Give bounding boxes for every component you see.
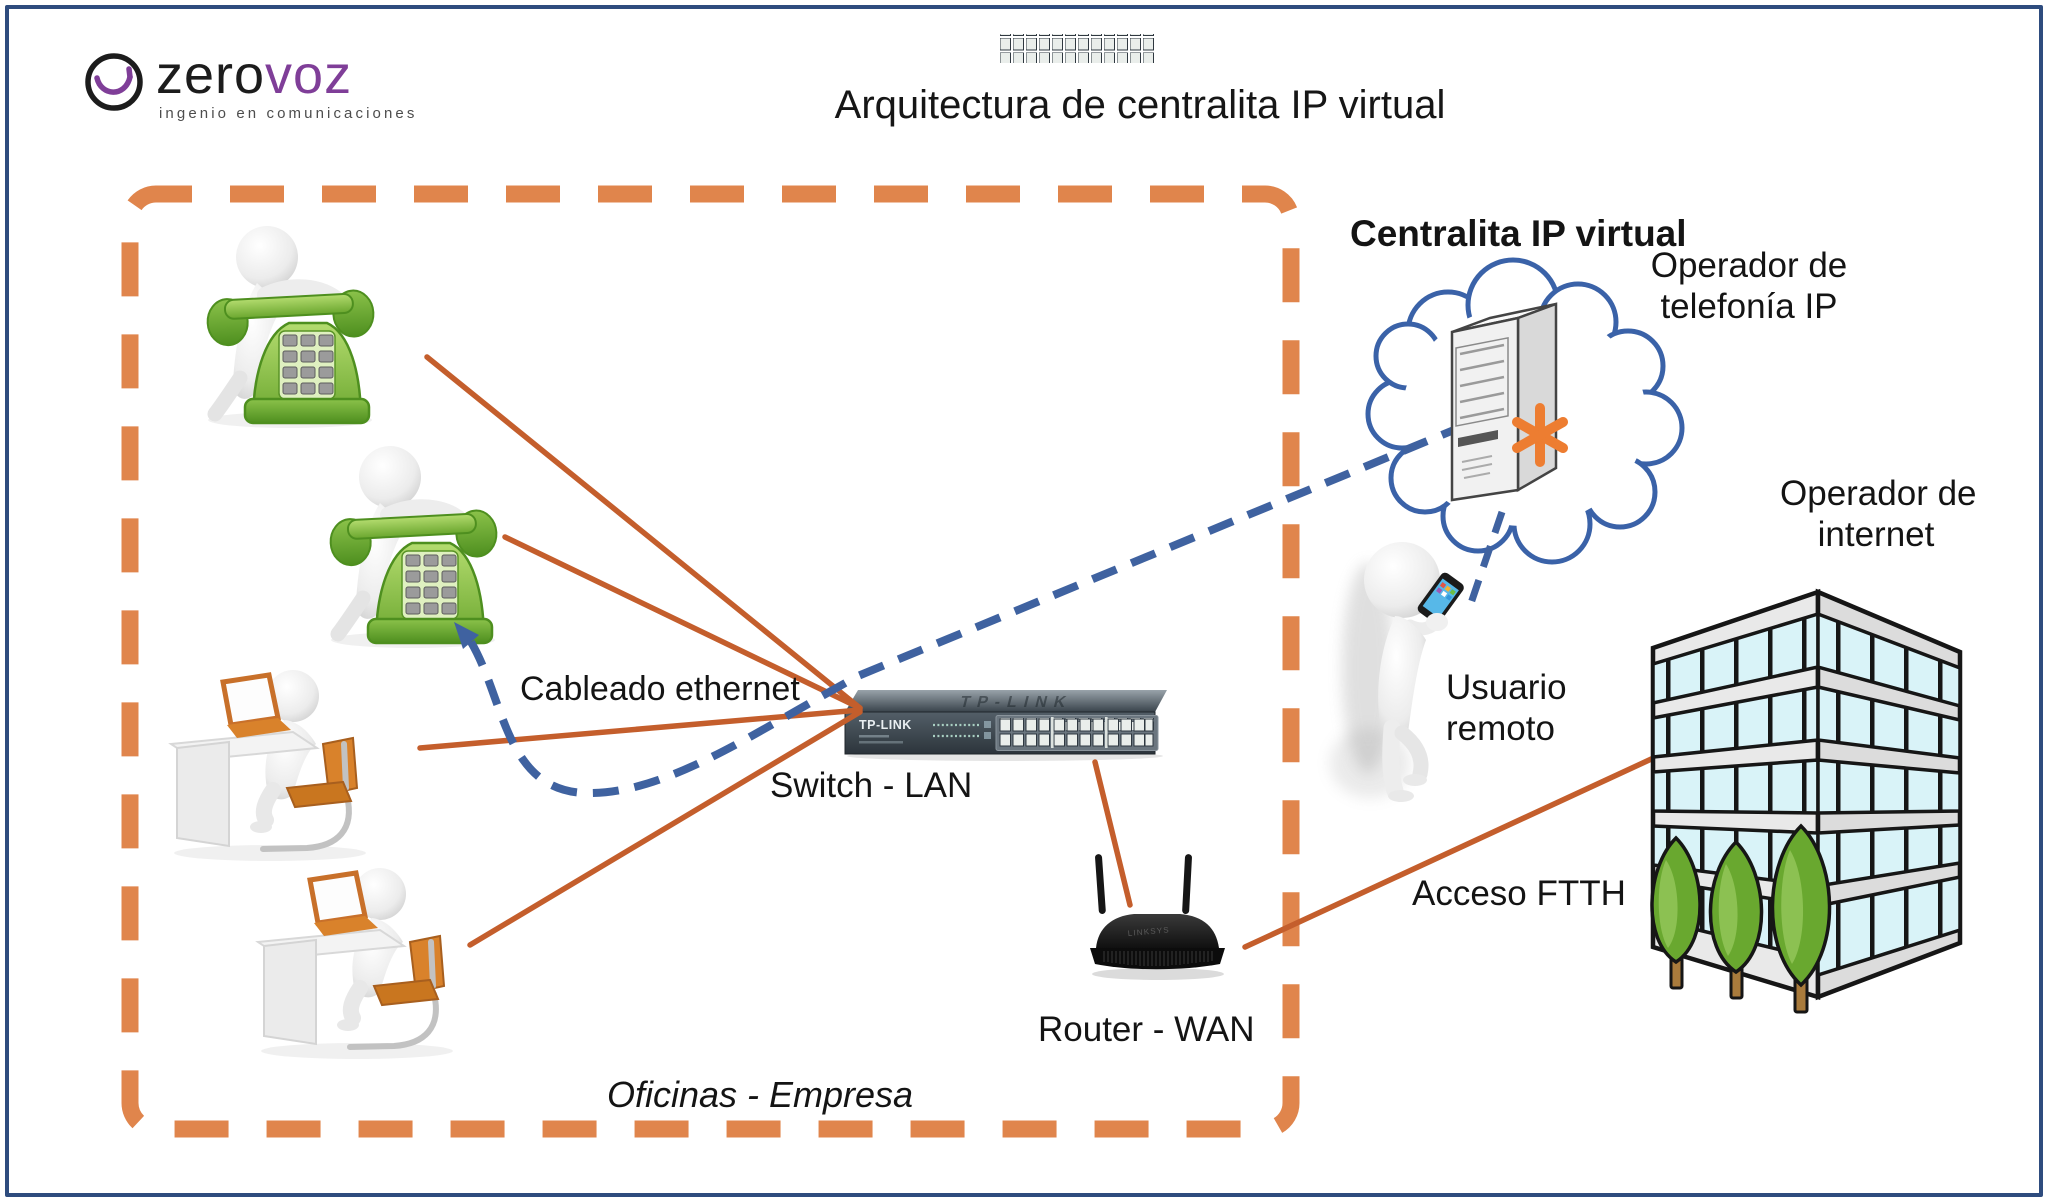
internet-operator-line1: Operador de (1780, 474, 1977, 513)
switch-brand-label: TP-LINK (859, 718, 912, 732)
internet-operator-line2: internet (1817, 514, 1935, 554)
switch-top-embossed-brand: TP-LINK (958, 693, 1074, 711)
router-label: Router - WAN (1038, 1010, 1255, 1049)
logo-word-zero: zero (156, 45, 266, 105)
diagram-title: Arquitectura de centralita IP virtual (834, 83, 1446, 127)
office-zone-label: Oficinas - Empresa (606, 1074, 914, 1115)
ethernet-line-phone2 (502, 534, 863, 711)
desk-user-1-illustration (171, 670, 366, 861)
company-logo: zerovoz ingenio en comunicaciones (82, 48, 417, 122)
ftth-access-label: Acceso FTTH (1412, 874, 1626, 913)
cabling-label: Cableado ethernet (520, 670, 800, 708)
remote-user-line2: remoto (1446, 708, 1555, 748)
logo-smile-icon (85, 53, 143, 111)
dashed-line-arrowhead (454, 622, 479, 649)
logo-word-voz: voz (265, 45, 353, 105)
telephony-operator-line2: telefonía IP (1660, 286, 1838, 326)
router-antenna-right (1182, 854, 1192, 915)
building-illustration (1650, 588, 1963, 1014)
asterisk-icon (1512, 403, 1568, 467)
office-boundary-dashed-border (121, 185, 1300, 1138)
remote-user-illustration (1330, 542, 1464, 802)
ethernet-line-phone1 (424, 354, 863, 711)
switch-to-router-line (1092, 759, 1133, 908)
router-brand-label: LINKSYS (1127, 925, 1170, 938)
logo-wordmark: zerovoz (156, 48, 417, 102)
switch-label: Switch - LAN (770, 766, 973, 805)
remote-user-label: Usuario remoto (1446, 668, 1586, 749)
logo-tagline: ingenio en comunicaciones (159, 105, 418, 122)
cable-lines (417, 354, 1663, 950)
server-illustration (1450, 302, 1568, 502)
desk-user-2-illustration (258, 868, 453, 1059)
tree-icons (1650, 823, 1832, 1014)
router-antenna-left (1095, 854, 1106, 914)
phone-user-2-illustration (329, 446, 497, 648)
switch-illustration: TP-LINK TP-LINK (844, 34, 1167, 761)
virtual-pbx-title: Centralita IP virtual (1350, 213, 1687, 254)
phone-user-1-illustration (206, 226, 374, 428)
telephony-operator-line1: Operador de (1650, 246, 1848, 285)
router-illustration: LINKSYS (1090, 854, 1225, 980)
remote-user-dashed-line (1464, 510, 1506, 614)
telephony-operator-label: Operador de telefonía IP (1650, 246, 1848, 327)
ethernet-line-desk2 (467, 709, 863, 948)
remote-user-line1: Usuario (1446, 668, 1567, 707)
internet-operator-label: Operador de internet (1780, 474, 1977, 555)
smartphone-icon (1417, 572, 1464, 624)
ftth-line (1242, 752, 1663, 950)
